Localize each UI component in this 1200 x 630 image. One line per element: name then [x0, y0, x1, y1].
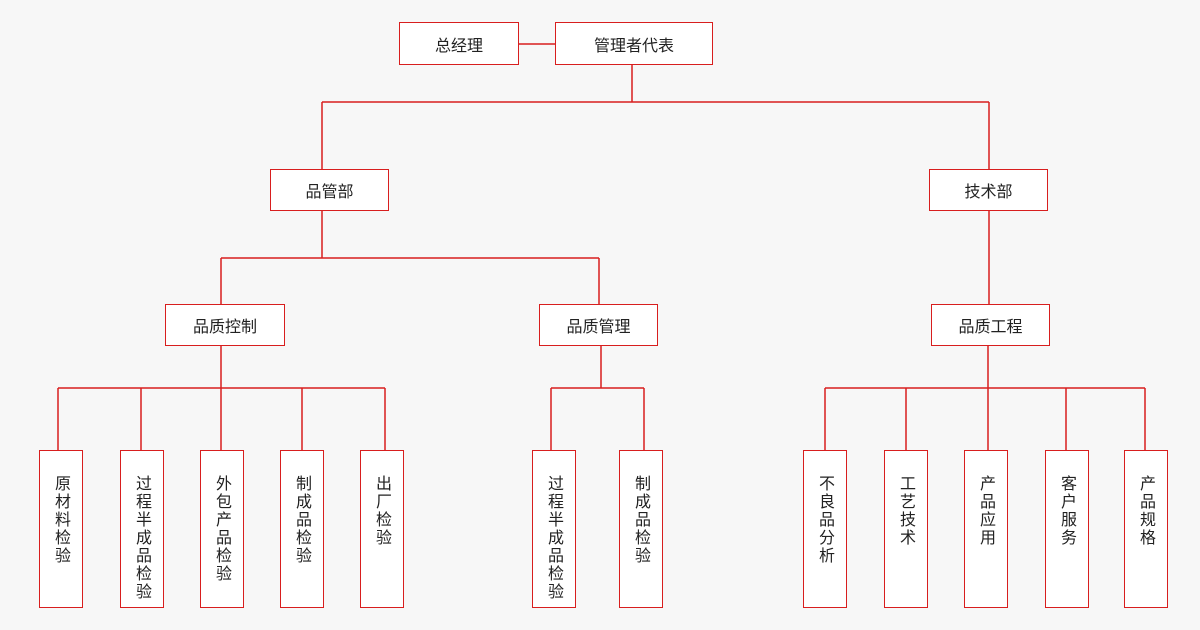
node-label: 技术部: [964, 182, 1013, 201]
node-label: 品质控制: [192, 317, 257, 336]
node-quality-dept: 品管部: [270, 169, 389, 211]
node-label: 制成品检验: [293, 475, 312, 565]
node-tech-dept: 技术部: [929, 169, 1048, 211]
node-label: 制成品检验: [632, 475, 651, 565]
node-label: 品管部: [305, 182, 354, 201]
node-label: 总经理: [434, 35, 483, 55]
node-raw-material-inspection: 原材料检验: [39, 450, 83, 608]
node-quality-control: 品质控制: [165, 304, 285, 346]
node-label: 不良品分析: [816, 475, 835, 565]
node-finished-inspection-2: 制成品检验: [619, 450, 663, 608]
node-label: 品质工程: [958, 317, 1023, 336]
node-label: 产品规格: [1137, 475, 1156, 547]
node-label: 过程半成品检验: [545, 475, 564, 601]
node-process-inspection-2: 过程半成品检验: [532, 450, 576, 608]
node-defect-analysis: 不良品分析: [803, 450, 847, 608]
node-label: 工艺技术: [897, 475, 916, 547]
node-shipment-inspection: 出厂检验: [360, 450, 404, 608]
node-finished-inspection: 制成品检验: [280, 450, 324, 608]
node-outsource-inspection: 外包产品检验: [200, 450, 244, 608]
node-general-manager: 总经理: [399, 22, 519, 65]
node-label: 外包产品检验: [213, 475, 232, 583]
node-label: 过程半成品检验: [133, 475, 152, 601]
node-craft-technology: 工艺技术: [884, 450, 928, 608]
node-label: 管理者代表: [593, 35, 674, 55]
node-label: 原材料检验: [52, 475, 71, 565]
node-management-rep: 管理者代表: [555, 22, 713, 65]
node-process-inspection: 过程半成品检验: [120, 450, 164, 608]
node-label: 出厂检验: [373, 475, 392, 547]
node-product-application: 产品应用: [964, 450, 1008, 608]
node-quality-engineering: 品质工程: [931, 304, 1050, 346]
node-label: 产品应用: [977, 475, 996, 547]
node-label: 客户服务: [1058, 475, 1077, 547]
node-customer-service: 客户服务: [1045, 450, 1089, 608]
node-quality-management: 品质管理: [539, 304, 658, 346]
node-product-spec: 产品规格: [1124, 450, 1168, 608]
node-label: 品质管理: [566, 317, 631, 336]
